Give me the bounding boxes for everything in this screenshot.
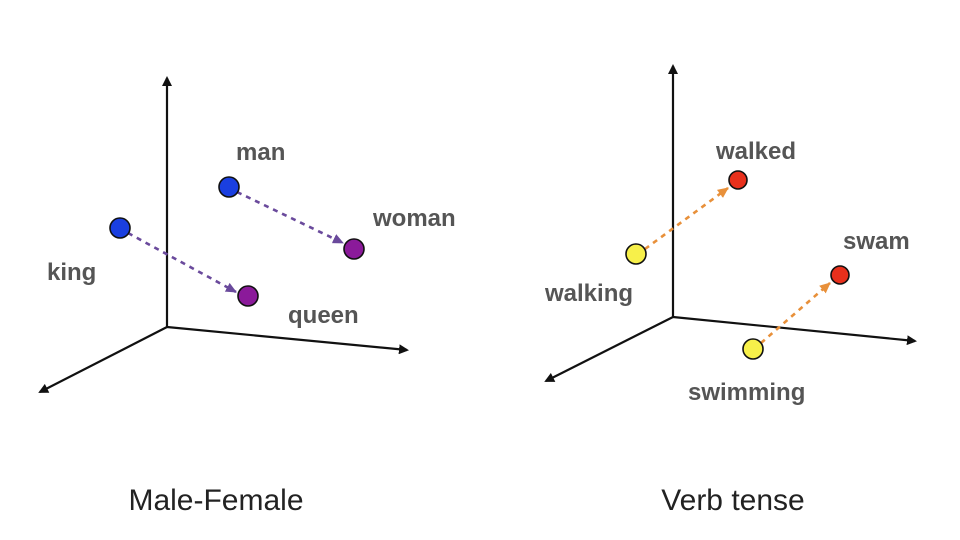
- point-woman: [343, 238, 365, 260]
- point-man: [218, 176, 240, 198]
- label-woman: woman: [372, 205, 456, 232]
- relation-arrow-swimming-swam: [760, 282, 831, 344]
- point-walking: [625, 243, 647, 265]
- axis-x: [166, 325, 409, 355]
- label-king: king: [47, 259, 96, 286]
- point-walked: [728, 170, 748, 190]
- caption-verb-tense: Verb tense: [661, 484, 804, 517]
- label-walking: walking: [544, 280, 633, 307]
- axis-x: [672, 315, 917, 346]
- label-man: man: [236, 139, 285, 166]
- point-king: [109, 217, 131, 239]
- axis-z: [544, 316, 674, 382]
- point-queen: [237, 285, 259, 307]
- label-walked: walked: [715, 138, 796, 165]
- relation-arrow-king-queen: [127, 231, 237, 294]
- panel-verb-tense: walked walking swam swimming Verb tense: [544, 64, 917, 517]
- point-swimming: [742, 338, 764, 360]
- panel-male-female: man woman king queen Male-Female: [38, 76, 456, 517]
- relation-arrow-man-woman: [236, 190, 344, 245]
- caption-male-female: Male-Female: [128, 484, 303, 517]
- relation-arrow-walking-walked: [644, 186, 729, 251]
- axis-z: [38, 326, 168, 393]
- label-swam: swam: [843, 228, 910, 255]
- point-swam: [830, 265, 850, 285]
- label-queen: queen: [288, 302, 359, 329]
- label-swimming: swimming: [688, 379, 805, 406]
